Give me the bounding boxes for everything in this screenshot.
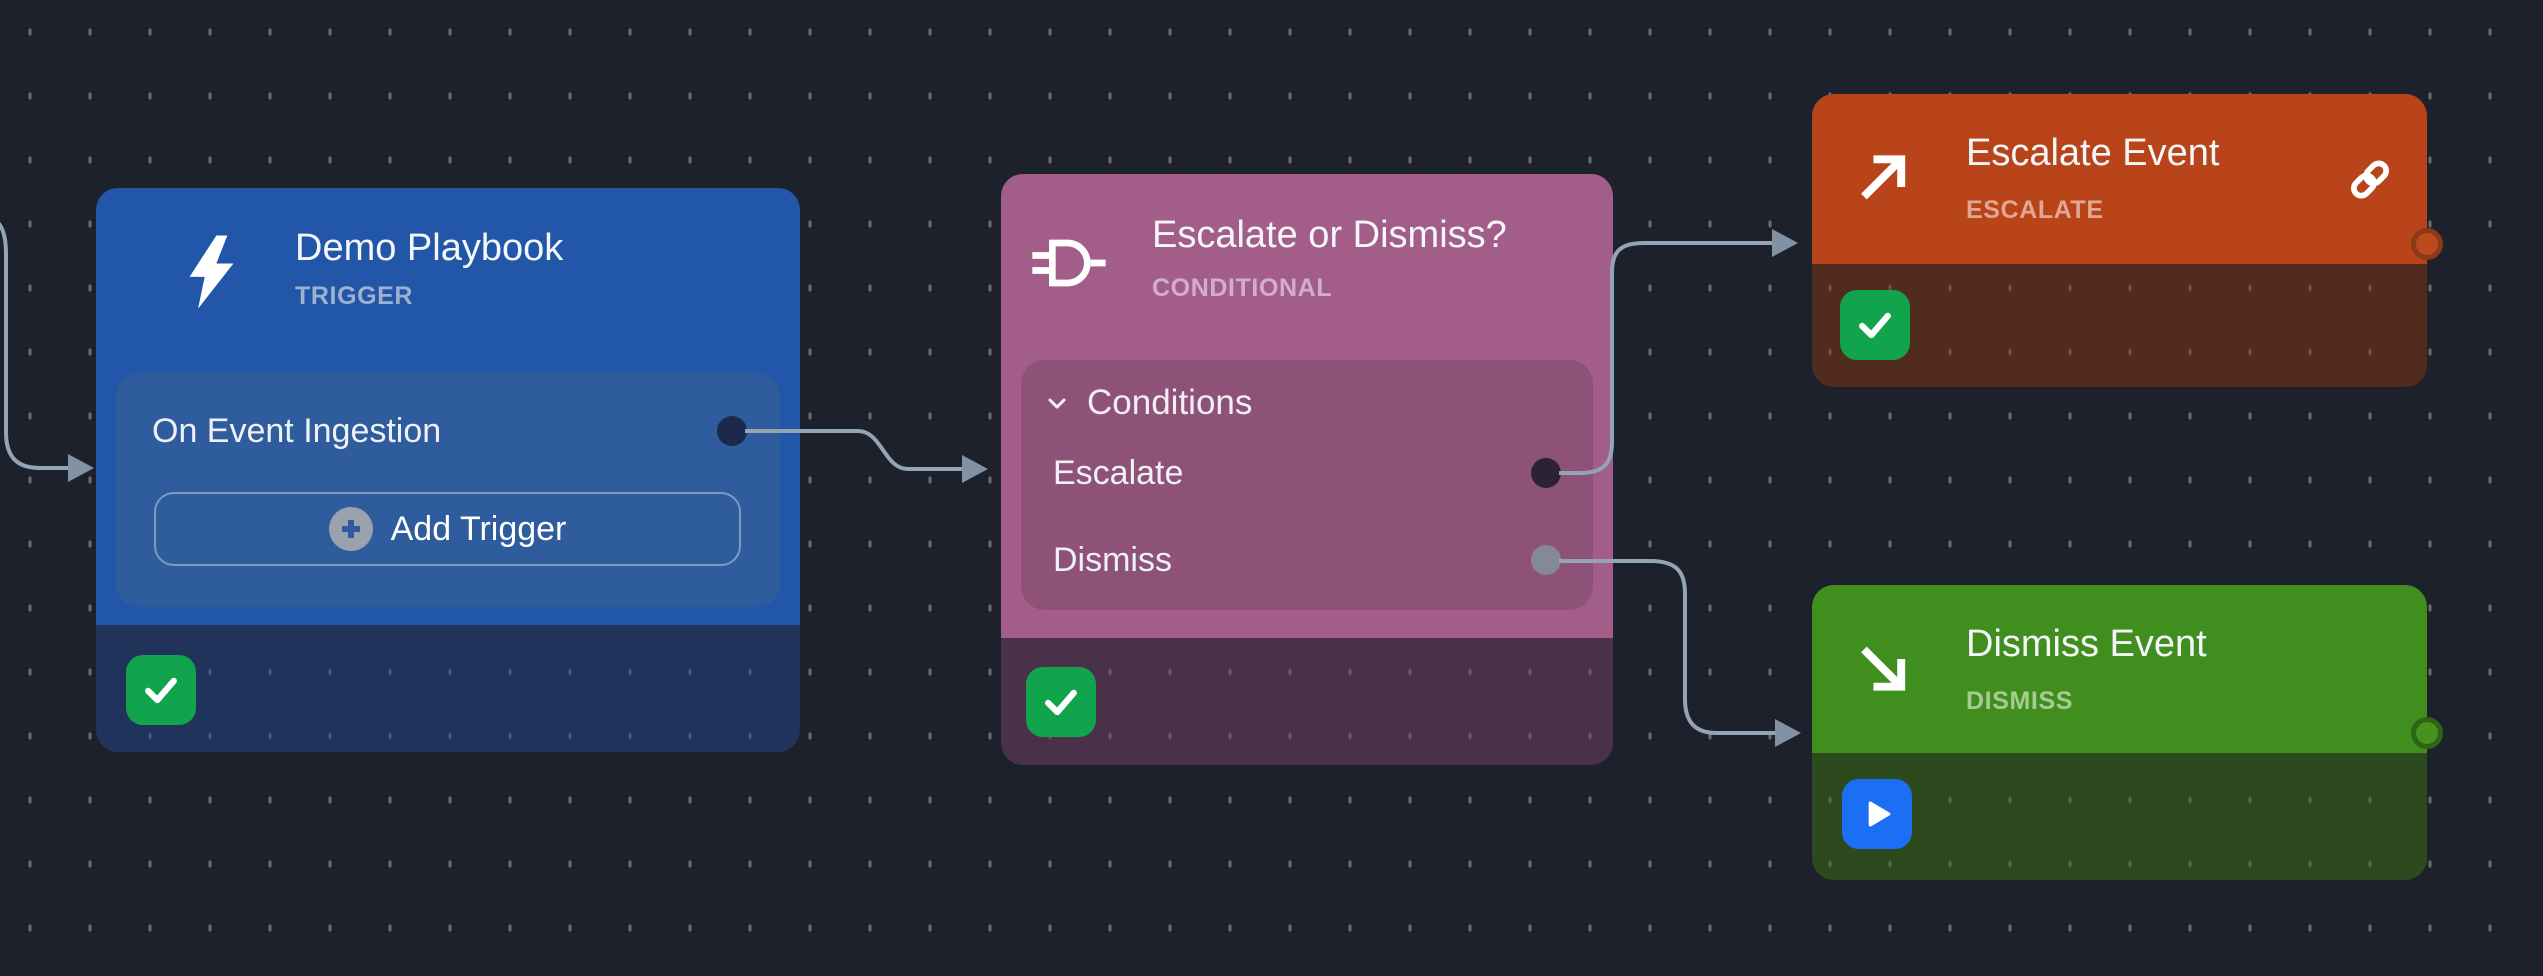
node-status-bar [96, 625, 800, 752]
node-header-conditional: Escalate or Dismiss? CONDITIONAL Conditi… [1001, 174, 1613, 638]
status-success-badge[interactable] [1840, 290, 1910, 360]
arrow-down-right-icon [1861, 646, 1906, 691]
node-type-label: ESCALATE [1966, 196, 2104, 224]
condition-row-escalate[interactable]: Escalate [1053, 454, 1184, 492]
input-port-dismiss-event[interactable] [2411, 717, 2443, 749]
node-status-bar [1812, 753, 2427, 880]
check-icon [145, 677, 177, 704]
node-header-dismiss: Dismiss Event DISMISS [1812, 585, 2427, 753]
arrowhead [1775, 719, 1801, 747]
add-trigger-label: Add Trigger [390, 509, 567, 548]
conditions-collapse-header[interactable]: Conditions [1043, 380, 1252, 426]
plus-icon [328, 507, 373, 551]
node-escalate-or-dismiss[interactable]: Escalate or Dismiss? CONDITIONAL Conditi… [1001, 174, 1613, 765]
edge-incoming [0, 221, 70, 470]
node-type-label: DISMISS [1966, 687, 2073, 715]
node-status-bar [1001, 638, 1613, 765]
link-icon[interactable] [2349, 158, 2391, 201]
plug-icon [1032, 239, 1106, 287]
node-header-escalate: Escalate Event ESCALATE [1812, 94, 2427, 264]
conditions-panel: Conditions Escalate Dismiss [1021, 360, 1593, 610]
conditions-panel-title: Conditions [1087, 383, 1253, 422]
node-type-label: TRIGGER [295, 282, 414, 310]
check-icon [1859, 312, 1891, 339]
arrowhead [1772, 229, 1798, 257]
node-demo-playbook[interactable]: Demo Playbook TRIGGER On Event Ingestion… [96, 188, 800, 752]
arrowhead [68, 454, 94, 482]
node-dismiss-event[interactable]: Dismiss Event DISMISS [1812, 585, 2443, 880]
output-port-dismiss[interactable] [1531, 545, 1561, 575]
output-port-on-event-ingestion[interactable] [717, 416, 747, 446]
node-status-bar [1812, 264, 2427, 387]
status-success-badge[interactable] [1026, 667, 1096, 737]
arrow-up-right-icon [1861, 155, 1906, 200]
node-type-label: CONDITIONAL [1152, 274, 1333, 302]
output-port-escalate[interactable] [1531, 458, 1561, 488]
node-title: Demo Playbook [295, 227, 564, 269]
node-title: Escalate Event [1966, 132, 2220, 174]
status-run-badge[interactable] [1842, 779, 1912, 849]
check-icon [1045, 689, 1077, 716]
add-trigger-button[interactable]: Add Trigger [154, 492, 741, 566]
trigger-list-panel: On Event Ingestion Add Trigger [116, 373, 780, 607]
node-title: Dismiss Event [1966, 623, 2207, 665]
status-success-badge[interactable] [126, 655, 196, 725]
arrowhead [962, 455, 988, 483]
input-port-escalate-event[interactable] [2411, 228, 2443, 260]
node-header-trigger: Demo Playbook TRIGGER On Event Ingestion… [96, 188, 800, 625]
trigger-item-on-event-ingestion[interactable]: On Event Ingestion [152, 412, 442, 450]
node-escalate-event[interactable]: Escalate Event ESCALATE [1812, 94, 2443, 387]
play-icon [1868, 801, 1891, 827]
condition-row-dismiss[interactable]: Dismiss [1053, 541, 1172, 579]
chevron-down-icon [1048, 398, 1066, 409]
lightning-bolt-icon [189, 235, 234, 309]
node-title: Escalate or Dismiss? [1152, 214, 1507, 256]
